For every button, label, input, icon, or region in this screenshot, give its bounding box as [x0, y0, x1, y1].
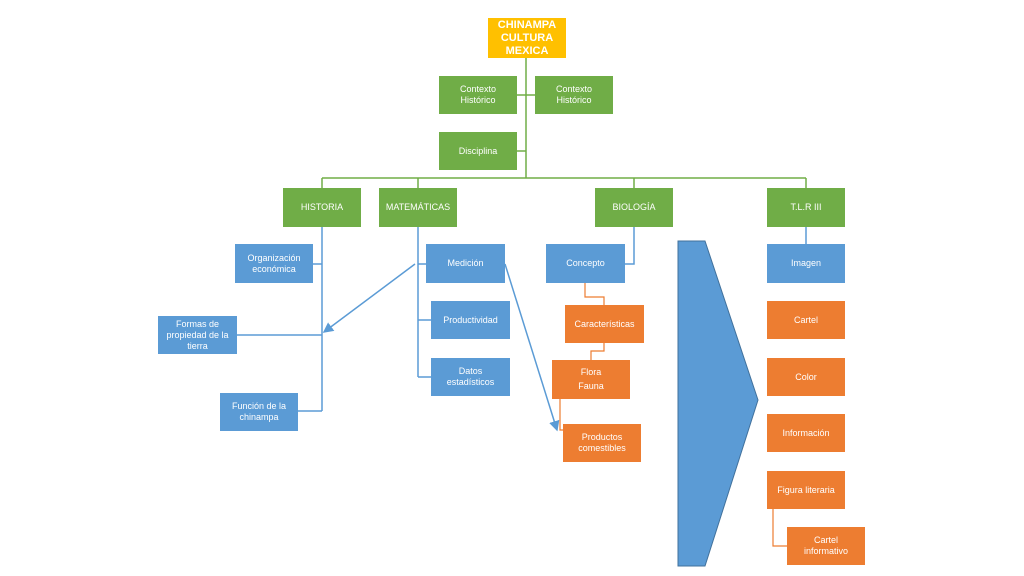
fauna-label: Fauna: [578, 381, 604, 391]
figura-literaria-node: Figura literaria: [767, 471, 845, 509]
blue-connectors: [237, 227, 807, 432]
green-connectors: [321, 58, 807, 188]
contexto-historico-node-1: Contexto Histórico: [439, 76, 517, 114]
imagen-node: Imagen: [767, 244, 845, 283]
biologia-node: BIOLOGÍA: [595, 188, 673, 227]
formas-propiedad-node: Formas de propiedad de la tierra: [158, 316, 237, 354]
concepto-node: Concepto: [546, 244, 625, 283]
disciplina-node: Disciplina: [439, 132, 517, 170]
historia-node: HISTORIA: [283, 188, 361, 227]
matematicas-node: MATEMÁTICAS: [379, 188, 457, 227]
productividad-node: Productividad: [431, 301, 510, 339]
tlr-node: T.L.R III: [767, 188, 845, 227]
root-node: CHINAMPA CULTURA MEXICA: [488, 18, 566, 58]
flora-label: Flora: [580, 367, 602, 377]
orange-connectors: [559, 283, 787, 547]
cartel-informativo-node: Cartel informativo: [787, 527, 865, 565]
cartel-node: Cartel: [767, 301, 845, 339]
contexto-historico-node-2: Contexto Histórico: [535, 76, 613, 114]
medicion-node: Medición: [426, 244, 505, 283]
color-node: Color: [767, 358, 845, 396]
caracteristicas-node: Características: [565, 305, 644, 343]
flora-fauna-node: Flora Fauna: [552, 360, 630, 399]
organizacion-economica-node: Organización económica: [235, 244, 313, 283]
productos-comestibles-node: Productos comestibles: [563, 424, 641, 462]
chevron-arrow-shape: [677, 240, 759, 567]
funcion-chinampa-node: Función de la chinampa: [220, 393, 298, 431]
informacion-node: Información: [767, 414, 845, 452]
datos-estadisticos-node: Datos estadísticos: [431, 358, 510, 396]
